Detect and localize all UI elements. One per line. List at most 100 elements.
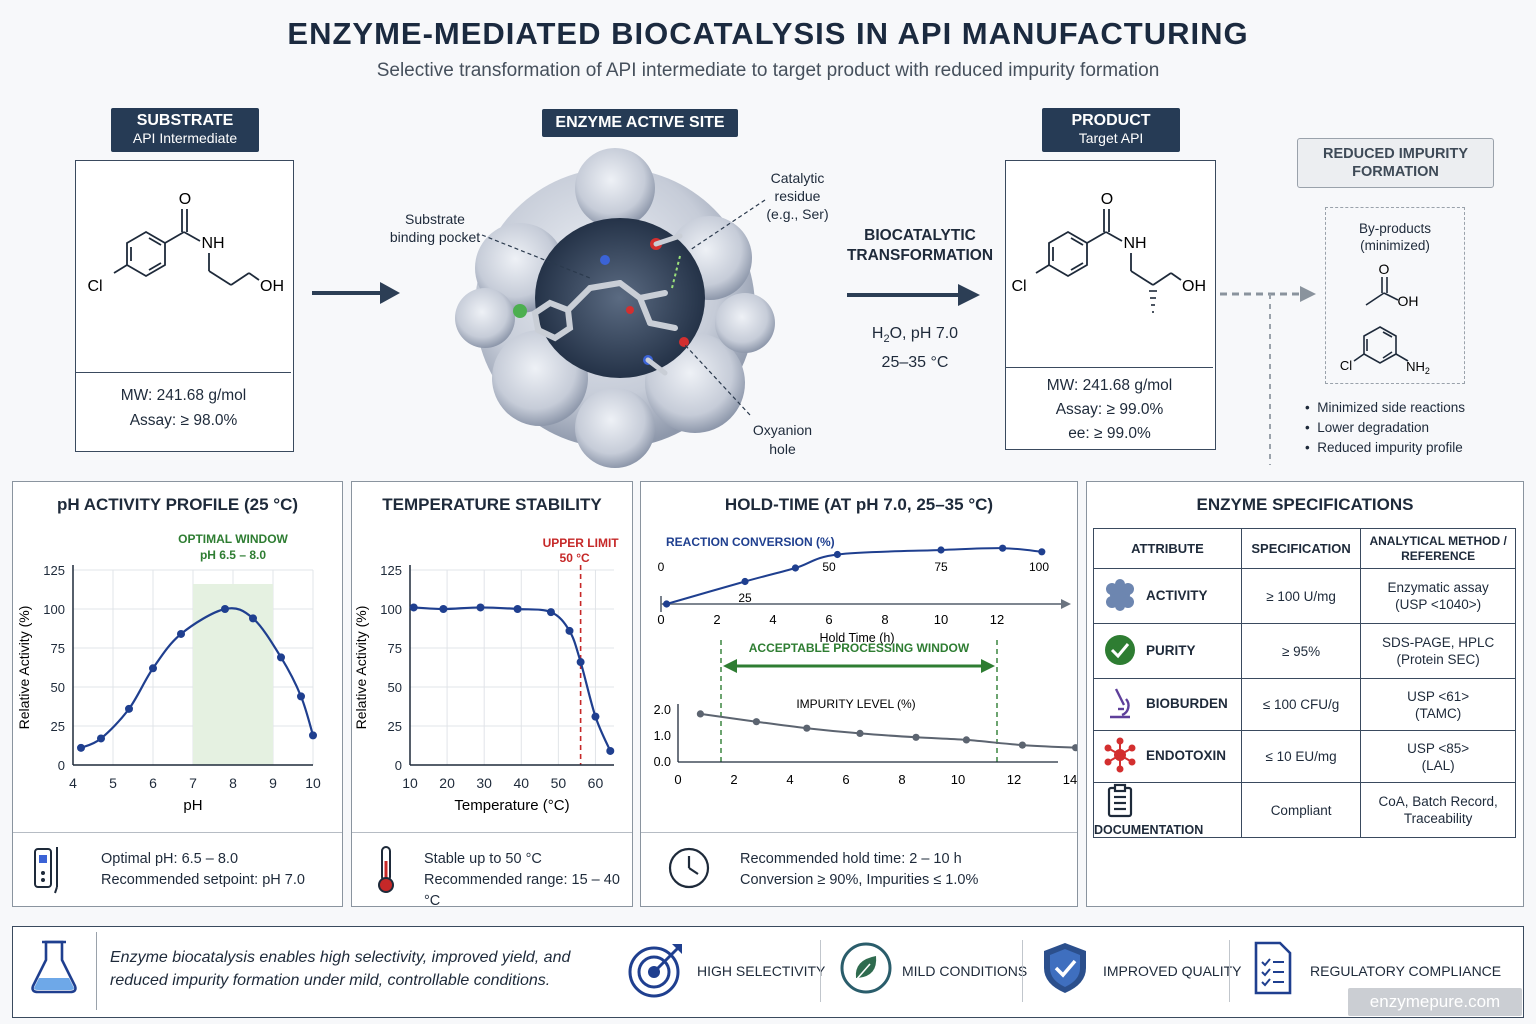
catalytic-label-line2: residue — [774, 188, 821, 204]
substrate-atom-nh: NH — [201, 235, 224, 252]
table-row: PURITY ≥ 95% SDS-PAGE, HPLC(Protein SEC) — [1093, 623, 1516, 679]
target-icon — [628, 944, 682, 998]
y-axis-label: Relative Activity (%) — [353, 606, 369, 730]
x-axis-label: Temperature (°C) — [454, 797, 569, 814]
acetic-atom-oh: OH — [1398, 293, 1419, 309]
impurity-heading-line2: FORMATION — [1352, 164, 1439, 180]
binding-pocket-label-line2: binding pocket — [389, 229, 481, 245]
byproducts-box: By-products (minimized) — [1325, 207, 1465, 384]
spec-attr-activity: ACTIVITY — [1146, 587, 1208, 603]
y-tick-label: 100 — [43, 602, 65, 617]
catalytic-label-line1: Catalytic — [770, 170, 825, 186]
temp-summary: Stable up to 50 °C Recommended range: 15… — [424, 849, 632, 912]
arrow-to-impurity — [1220, 286, 1316, 465]
y-tick-label: 1.0 — [654, 729, 671, 743]
footer-divider — [96, 932, 97, 1010]
data-point — [937, 546, 945, 554]
data-point — [576, 658, 585, 667]
oxyanion-hole-label: Oxyanion hole — [740, 421, 825, 459]
chlorine-atom — [513, 304, 527, 318]
byproducts-label-line1: By-products — [1358, 221, 1432, 236]
spec-attr-endotoxin: ENDOTOXIN — [1146, 748, 1227, 764]
flask-icon — [31, 940, 77, 994]
y-tick-label: 50 — [51, 680, 65, 695]
x-tick-label: 14 — [1063, 772, 1077, 787]
y-tick-label: 25 — [388, 719, 402, 734]
spec-method-activity-ref: (USP <1040>) — [1395, 597, 1482, 612]
data-point — [962, 736, 970, 744]
data-point — [999, 544, 1007, 552]
spec-method-documentation: CoA, Batch Record, — [1378, 794, 1498, 809]
x-tick-label: 10 — [934, 612, 948, 627]
optimal-window-band — [193, 584, 273, 765]
spec-method-endotoxin-ref: (LAL) — [1421, 757, 1455, 773]
x-tick-label: 6 — [149, 775, 157, 791]
bound-substrate — [531, 280, 678, 342]
data-point — [277, 653, 285, 662]
x-tick-label: 50 — [551, 775, 567, 791]
y-tick-label: 0 — [58, 758, 65, 773]
y-tick-label: 0 — [395, 758, 402, 773]
processing-window-arrowhead-right — [981, 659, 995, 673]
optimal-window-label: OPTIMAL WINDOW — [178, 532, 288, 546]
clipboard-icon — [1094, 783, 1146, 822]
activity-curve — [80, 607, 315, 749]
y-tick-label: 125 — [43, 563, 65, 578]
product-heading: PRODUCT — [1071, 112, 1151, 129]
badge-high-selectivity: HIGH SELECTIVITY — [697, 963, 826, 979]
specs-header-row: ATTRIBUTE SPECIFICATION ANALYTICAL METHO… — [1093, 528, 1516, 569]
spec-method-bioburden: USP <61> — [1407, 688, 1470, 704]
conversion-tick-label: 75 — [934, 560, 948, 574]
y-tick-label: 75 — [388, 641, 402, 656]
hold-summary: Recommended hold time: 2 – 10 h Conversi… — [740, 849, 978, 891]
x-tick-label: 4 — [769, 612, 776, 627]
microscope-icon — [1094, 685, 1146, 724]
impurity-curve — [700, 712, 1076, 749]
x-tick-label: 7 — [189, 775, 197, 791]
substrate-assay: Assay: ≥ 98.0% — [129, 412, 238, 429]
x-tick-label: 20 — [439, 775, 455, 791]
leaf-icon — [840, 942, 892, 994]
hold-summary-line1: Recommended hold time: 2 – 10 h — [740, 851, 962, 867]
product-properties: MW: 241.68 g/mol Assay: ≥ 99.0% ee: ≥ 99… — [1006, 374, 1213, 446]
badge-mild-conditions: MILD CONDITIONS — [902, 963, 1028, 979]
data-point — [752, 718, 760, 726]
product-atom-cl: Cl — [1011, 278, 1026, 295]
data-point — [309, 731, 317, 740]
hold-panel-divider — [641, 832, 1077, 833]
table-row: DOCUMENTATION Compliant CoA, Batch Recor… — [1093, 782, 1516, 838]
substrate-heading: SUBSTRATE — [136, 112, 234, 129]
byproduct-structures: O OH Cl NH2 — [1340, 261, 1430, 376]
oxygen-atom-3 — [626, 306, 634, 314]
data-point — [791, 564, 799, 572]
data-point — [297, 692, 305, 701]
y-tick-label: 2.0 — [654, 703, 671, 717]
endotoxin-molecule-icon — [1094, 737, 1146, 776]
data-point — [1072, 744, 1077, 752]
aniline-atom-cl: Cl — [1340, 358, 1352, 373]
substrate-mw: MW: 241.68 g/mol — [120, 387, 247, 404]
data-point — [803, 724, 811, 732]
conversion-tick-label: 25 — [738, 591, 752, 605]
x-tick-label: 40 — [513, 775, 529, 791]
temp-summary-line2: Recommended range: 15 – 40 °C — [424, 872, 620, 909]
data-point — [741, 577, 749, 586]
enzyme-heading-box: ENZYME ACTIVE SITE — [542, 109, 738, 137]
ph-summary: Optimal pH: 6.5 – 8.0 Recommended setpoi… — [101, 849, 305, 891]
spec-method-purity-ref: (Protein SEC) — [1396, 652, 1480, 667]
product-divider — [1006, 367, 1213, 368]
ph-summary-line1: Optimal pH: 6.5 – 8.0 — [101, 851, 239, 867]
clock-icon — [668, 847, 710, 889]
y-tick-label: 25 — [51, 719, 65, 734]
page-title: ENZYME-MEDIATED BIOCATALYSIS IN API MANU… — [287, 16, 1249, 51]
page-subtitle: Selective transformation of API intermed… — [376, 60, 1160, 81]
x-tick-label: 8 — [898, 772, 905, 787]
x-tick-label: 10 — [402, 775, 418, 791]
spec-method-activity: Enzymatic assay — [1387, 580, 1489, 595]
check-circle-icon — [1094, 633, 1146, 670]
reaction-conditions: H2O, pH 7.0 25–35 °C — [845, 322, 985, 374]
footer-statement: Enzyme biocatalysis enables high selecti… — [110, 946, 570, 992]
product-heading-box: PRODUCT Target API — [1042, 108, 1180, 152]
specs-header-method: ANALYTICAL METHOD / REFERENCE — [1360, 528, 1516, 569]
table-row: ENDOTOXIN ≤ 10 EU/mg USP <85>(LAL) — [1093, 730, 1516, 783]
